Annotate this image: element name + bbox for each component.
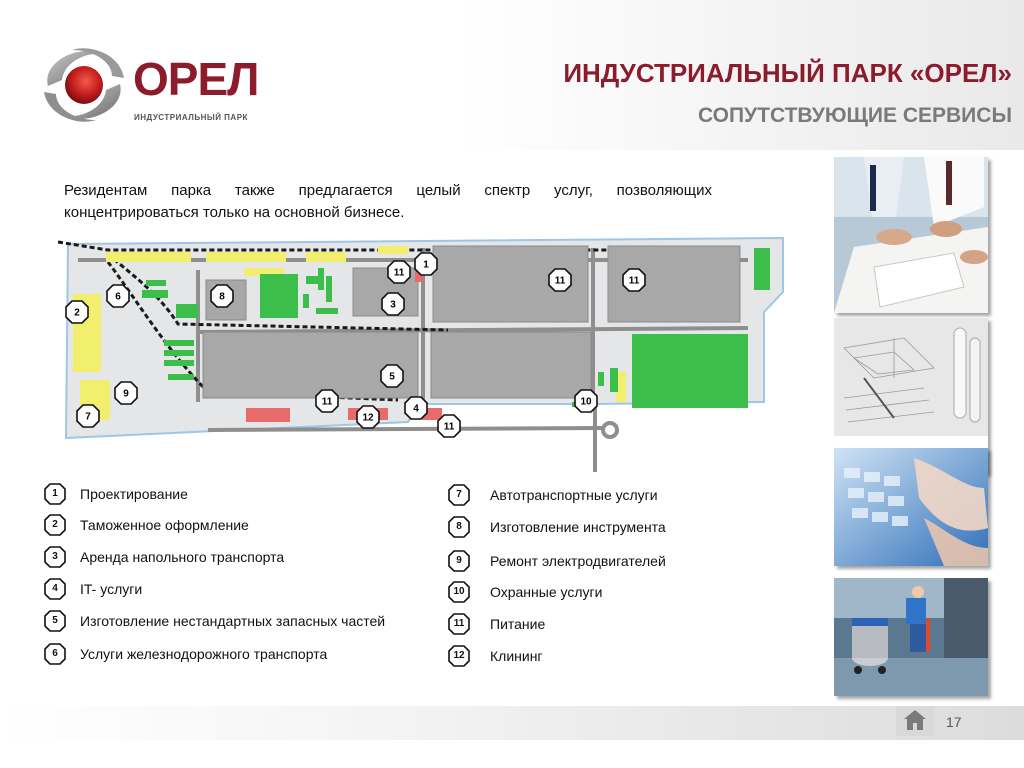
legend-number-badge: 6 xyxy=(44,643,66,665)
legend-item: 5 Изготовление нестандартных запасных ча… xyxy=(44,610,385,632)
legend-number: 11 xyxy=(453,618,465,629)
legend-number: 7 xyxy=(456,489,462,500)
legend-label: Охранные услуги xyxy=(490,584,603,600)
map-marker: 6 xyxy=(115,292,121,303)
industrial-park-map: 1 11 11 11 6 8 3 2 5 9 11 10 4 12 7 11 xyxy=(57,236,784,472)
map-marker: 11 xyxy=(394,268,405,279)
legend-item: 6 Услуги железнодорожного транспорта xyxy=(44,643,327,665)
legend-item: 1 Проектирование xyxy=(44,483,188,505)
home-icon xyxy=(896,706,934,736)
home-button[interactable] xyxy=(896,706,934,736)
legend-number-badge: 2 xyxy=(44,514,66,536)
cleaning-worker-photo xyxy=(834,578,988,696)
map-marker: 11 xyxy=(322,397,333,408)
buildings xyxy=(202,245,741,399)
map-marker: 1 xyxy=(423,260,429,271)
intro-text: Резидентам парка также предлагается целы… xyxy=(64,182,712,221)
blueprint-drawings-photo xyxy=(834,318,988,474)
legend-number-badge: 12 xyxy=(448,645,470,667)
map-markers: 1 11 11 11 6 8 3 2 5 9 11 10 4 12 7 11 xyxy=(65,252,646,438)
legend-number-badge: 4 xyxy=(44,578,66,600)
map-marker: 8 xyxy=(219,292,225,303)
page-title: ИНДУСТРИАЛЬНЫЙ ПАРК «ОРЕЛ» xyxy=(563,58,1012,88)
legend-label: Изготовление инструмента xyxy=(490,519,666,535)
legend-label: Автотранспортные услуги xyxy=(490,487,658,503)
logo: ОРЕЛ ИНДУСТРИАЛЬНЫЙ ПАРК xyxy=(38,42,278,128)
logo-name: ОРЕЛ xyxy=(133,53,259,105)
legend-number-badge: 7 xyxy=(448,484,470,506)
header-background xyxy=(0,0,1024,150)
legend-number: 1 xyxy=(52,488,58,499)
legend-number: 10 xyxy=(453,586,465,597)
map-marker: 11 xyxy=(555,276,566,287)
legend-number-badge: 11 xyxy=(448,613,470,635)
legend-label: Проектирование xyxy=(80,486,188,502)
legend-number-badge: 1 xyxy=(44,483,66,505)
legend-number: 4 xyxy=(52,583,58,594)
map-marker: 10 xyxy=(580,397,592,408)
legend-number: 5 xyxy=(52,615,58,626)
legend-label: Таможенное оформление xyxy=(80,517,249,533)
map-marker: 11 xyxy=(629,276,640,287)
legend-label: IT- услуги xyxy=(80,581,143,597)
map-marker: 2 xyxy=(74,308,80,319)
legend-number: 9 xyxy=(456,555,462,566)
legend-label: Услуги железнодорожного транспорта xyxy=(80,646,328,662)
legend-number-badge: 8 xyxy=(448,516,470,538)
legend-label: Аренда напольного транспорта xyxy=(80,549,285,565)
legend-number: 12 xyxy=(453,650,465,661)
legend-item: 11 Питание xyxy=(448,613,545,635)
legend-number: 8 xyxy=(456,521,462,532)
legend-number: 6 xyxy=(52,648,58,659)
legend-item: 4 IT- услуги xyxy=(44,578,142,600)
map-marker: 5 xyxy=(389,372,395,383)
logo-subtitle: ИНДУСТРИАЛЬНЫЙ ПАРК xyxy=(134,113,248,122)
legend-number: 3 xyxy=(52,551,58,562)
legend-item: 3 Аренда напольного транспорта xyxy=(44,546,284,568)
legend-label: Ремонт электродвигателей xyxy=(490,553,666,569)
legend-number-badge: 10 xyxy=(448,581,470,603)
legend-item: 8 Изготовление инструмента xyxy=(448,516,666,538)
legend-number-badge: 5 xyxy=(44,610,66,632)
legend-item: 10 Охранные услуги xyxy=(448,581,602,603)
business-meeting-photo xyxy=(834,157,988,313)
legend-number-badge: 9 xyxy=(448,550,470,572)
legend-label: Питание xyxy=(490,616,546,632)
logo-sphere-icon xyxy=(44,48,124,122)
keyboard-typing-photo xyxy=(834,448,988,566)
legend-number-badge: 3 xyxy=(44,546,66,568)
legend-label: Клининг xyxy=(490,648,543,664)
map-marker: 12 xyxy=(362,413,374,424)
green-zones xyxy=(142,248,770,408)
page-subtitle: СОПУТСТВУЮЩИЕ СЕРВИСЫ xyxy=(697,104,1012,127)
map-marker: 7 xyxy=(85,412,91,423)
map-marker: 11 xyxy=(444,422,455,433)
legend-item: 2 Таможенное оформление xyxy=(44,514,249,536)
map-marker: 3 xyxy=(390,300,396,311)
legend-number: 2 xyxy=(52,519,58,530)
page-number: 17 xyxy=(946,714,962,730)
legend-item: 7 Автотранспортные услуги xyxy=(448,484,658,506)
map-marker: 4 xyxy=(413,404,419,415)
legend-item: 12 Клининг xyxy=(448,645,543,667)
legend-item: 9 Ремонт электродвигателей xyxy=(448,550,666,572)
footer-bar xyxy=(0,706,1024,740)
legend-label: Изготовление нестандартных запасных част… xyxy=(80,613,386,629)
map-marker: 9 xyxy=(123,389,129,400)
